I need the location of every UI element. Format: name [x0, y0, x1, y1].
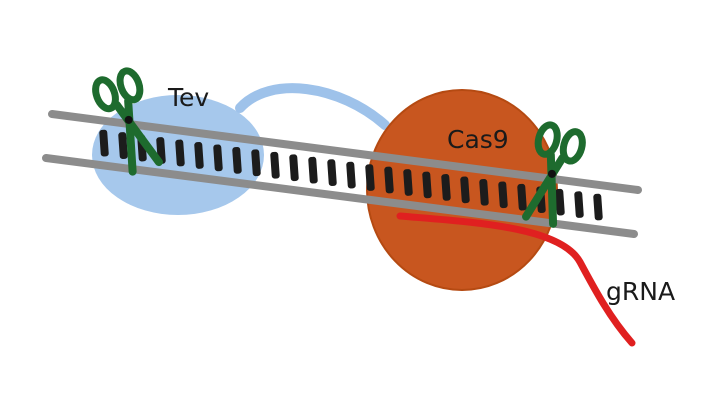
dna-bottom-strand: [42, 154, 638, 238]
grna-strand: [396, 212, 636, 347]
dna-base: [479, 178, 489, 206]
grna-label: gRNA: [606, 277, 675, 306]
dna-base: [99, 129, 109, 157]
dna-base: [460, 176, 470, 204]
dna-base: [232, 146, 242, 174]
dna-base: [403, 169, 413, 196]
scissors-icon: [522, 121, 586, 228]
dna-base: [327, 159, 337, 187]
dna-base: [498, 181, 508, 209]
dna-base: [194, 142, 204, 169]
dna-base: [555, 188, 565, 216]
dna-base: [517, 183, 527, 211]
cas9-label: Cas9: [447, 125, 509, 154]
dna-base: [213, 144, 223, 172]
dna-base: [346, 161, 356, 189]
dna-bases: [99, 129, 603, 221]
dna-base: [251, 149, 261, 177]
dna-base: [422, 171, 432, 199]
dna-base: [175, 139, 185, 167]
dna-base: [289, 154, 299, 182]
dna-base: [270, 151, 280, 179]
dna-base: [365, 164, 375, 191]
scissors-icon: [92, 67, 163, 176]
dna-base: [574, 191, 584, 218]
dna-base: [308, 156, 318, 184]
dna-base: [441, 174, 451, 201]
dna-base: [384, 166, 394, 194]
linker: [235, 83, 390, 130]
tev-label: Tev: [167, 83, 209, 112]
dna-base: [593, 193, 603, 221]
dna-top-strand: [48, 110, 642, 194]
dna-base: [118, 132, 128, 159]
